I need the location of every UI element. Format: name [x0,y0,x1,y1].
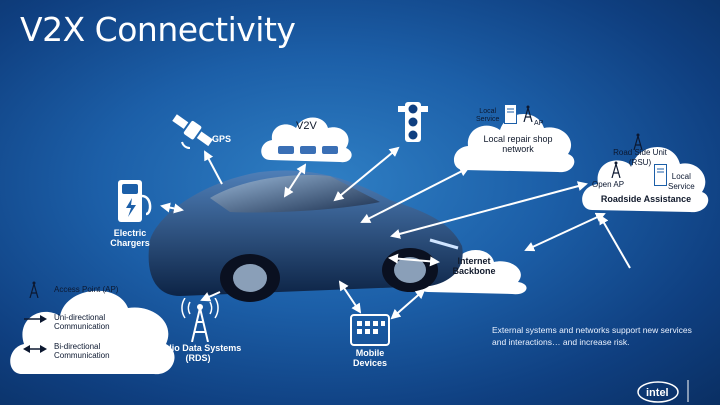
link-v2v [283,163,307,198]
legend-uni-label: Uni-directional Communication [54,313,110,332]
electric-chargers-label: Electric Chargers [110,228,150,249]
link-rsu-internet [599,214,631,269]
legend-cloud [10,290,175,375]
legend-bi-label: Bi-directional Communication [54,342,110,361]
roadside-cloud [582,146,709,213]
gps-label: GPS [212,134,232,144]
mobile-devices-label: Mobile Devices [352,348,388,369]
open-ap-label: Open AP [592,180,625,189]
page-title: V2X Connectivity [20,10,296,49]
intel-logo-text: intel [646,387,669,399]
link-charger [160,202,184,214]
electric-charger-icon [118,180,152,222]
traffic-light-icon [398,102,428,142]
uni-arrow-icon [24,315,47,323]
link-roadside [390,181,588,239]
ap-top-label: AP [534,120,544,127]
link-internet-roadside [524,212,606,252]
repair-shop-label: Local repair shop network [483,134,553,155]
link-gps [204,150,223,185]
legend-ap-label: Access Point (AP) [54,285,119,294]
rds-label: Radio Data Systems (RDS) [154,343,242,364]
link-mobile [338,280,362,314]
local-service-server-icon [654,164,667,186]
internet-backbone-label: Internet Backbone [452,256,496,277]
v2v-label: V2V [296,120,317,132]
link-traffic-light [333,146,400,202]
mobile-device-icon [350,314,390,346]
link-rds [200,291,221,302]
open-ap-antenna-icon [611,161,621,178]
satellite-icon [172,114,213,149]
link-internet-mobile [390,288,426,320]
local-service-right-label: Local Service [668,172,695,191]
local-service-top-label: Local Service [476,108,500,124]
bi-arrow-icon [23,345,47,353]
footer-text: External systems and networks support ne… [492,325,692,348]
link-repair-shop [360,167,470,223]
server-icon [504,104,517,124]
roadside-assistance-label: Roadside Assistance [600,194,692,204]
link-internet [388,253,440,267]
repair-shop-cloud [453,113,575,173]
antenna-icon [523,105,533,122]
intel-logo: intel [637,380,689,403]
rsu-label: Road Side Unit (RSU) [613,148,667,167]
v2v-cloud [261,117,352,163]
legend-ap-icon [29,281,39,298]
rsu-antenna-icon [633,133,643,150]
radio-tower-icon [181,298,219,342]
